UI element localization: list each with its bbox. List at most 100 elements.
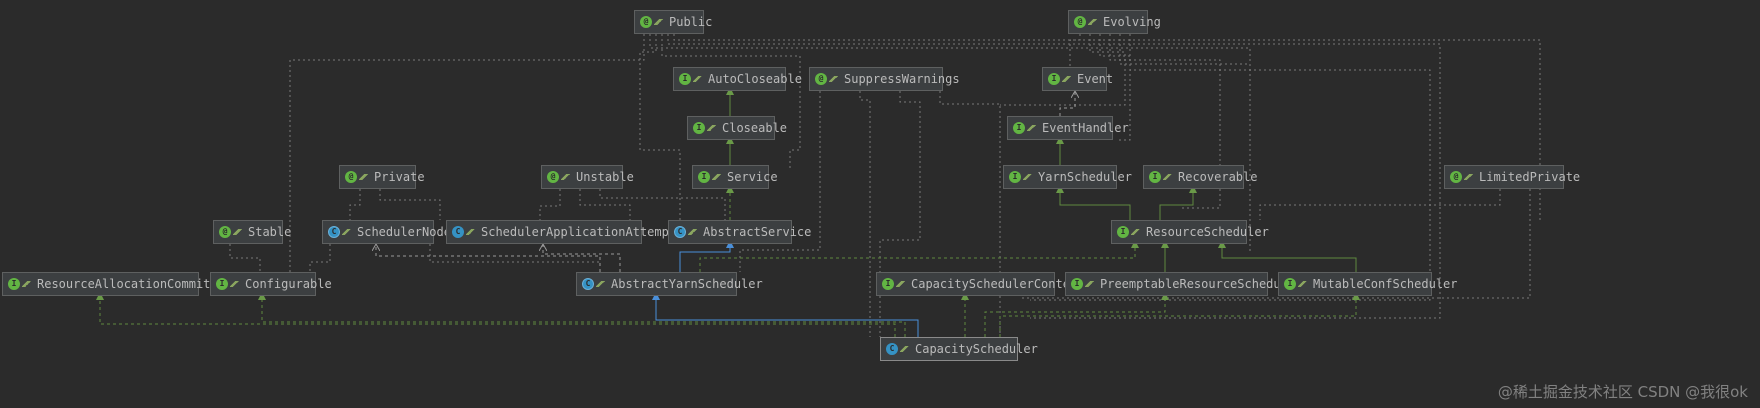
node-recoverable[interactable]: I Recoverable — [1143, 165, 1257, 189]
capacityscheduler-to-abstractyarnscheduler — [652, 292, 919, 337]
annotation-link-22 — [1259, 189, 1501, 220]
annotation-link-23 — [1020, 189, 1531, 299]
node-schedulerapplicationattempt[interactable]: C SchedulerApplicationAttempt — [446, 220, 676, 244]
node-label: ResourceScheduler — [1146, 225, 1269, 239]
node-label: Evolving — [1103, 15, 1161, 29]
abstractyarnscheduler-to-abstractservice — [679, 240, 734, 272]
node-label: SchedulerNode — [357, 225, 451, 239]
node-stable[interactable]: @Stable — [213, 220, 291, 244]
annotation-link-13 — [879, 91, 921, 337]
leaf-icon — [22, 281, 31, 287]
leaf-icon — [230, 281, 239, 287]
annotation-link-16 — [349, 189, 361, 220]
leaf-icon — [596, 281, 605, 287]
node-private[interactable]: @ Private — [339, 165, 425, 189]
resourcescheduler-to-yarnscheduler — [1056, 185, 1131, 220]
leaf-icon — [466, 229, 475, 235]
annotation-icon: @ — [219, 226, 231, 238]
leaf-icon — [896, 281, 905, 287]
interface-icon: I — [1149, 171, 1161, 183]
leaf-icon — [1464, 174, 1473, 180]
node-closeable[interactable]: I Closeable — [687, 116, 787, 140]
annotation-link-14 — [939, 91, 1001, 337]
node-label: AbstractYarnScheduler — [611, 277, 763, 291]
node-label: Public — [669, 15, 713, 29]
node-label: SchedulerApplicationAttempt — [481, 225, 677, 239]
annotation-icon: @ — [1450, 171, 1462, 183]
node-configurable[interactable]: I Configurable — [210, 272, 332, 296]
node-public[interactable]: @ Public — [634, 10, 712, 34]
abstract-class-icon: C — [328, 226, 340, 238]
node-unstable[interactable]: @Unstable — [541, 165, 634, 189]
class-icon: C — [886, 343, 898, 355]
annotation-link-25 — [429, 244, 601, 272]
leaf-icon — [829, 76, 838, 82]
leaf-icon — [1023, 174, 1032, 180]
leaf-icon — [1027, 125, 1036, 131]
node-limitedprivate[interactable]: @ LimitedPrivate — [1444, 165, 1580, 189]
node-evolving[interactable]: @ Evolving — [1068, 10, 1161, 34]
leaf-icon — [1163, 174, 1172, 180]
class-icon: C — [452, 226, 464, 238]
abstractyarnscheduler-to-resourcescheduler — [699, 240, 1139, 272]
annotation-icon: @ — [815, 73, 827, 85]
annotation-icon: @ — [547, 171, 559, 183]
annotation-link-10 — [1119, 34, 1251, 254]
node-mutableconfscheduler[interactable]: I MutableConfScheduler — [1278, 272, 1458, 296]
annotation-link-7 — [1000, 34, 1126, 106]
annotation-link-19 — [579, 189, 631, 220]
node-suppresswarnings[interactable]: @SuppressWarnings — [809, 67, 960, 91]
interface-icon: I — [216, 278, 228, 290]
node-label: LimitedPrivate — [1479, 170, 1581, 184]
node-label: Configurable — [245, 277, 332, 291]
node-label: MutableConfScheduler — [1313, 277, 1458, 291]
capacityscheduler-to-preemptable — [984, 292, 1169, 337]
node-yarnscheduler[interactable]: I YarnScheduler — [1003, 165, 1132, 189]
node-label: Recoverable — [1178, 170, 1258, 184]
annotation-link-11 — [1030, 34, 1431, 301]
node-schedulernode[interactable]: C SchedulerNode — [322, 220, 451, 244]
resourcescheduler-to-recoverable — [1159, 185, 1197, 220]
leaf-icon — [1085, 281, 1094, 287]
node-label: Closeable — [722, 121, 788, 135]
interface-icon: I — [679, 73, 691, 85]
interface-icon: I — [1071, 278, 1083, 290]
node-label: YarnScheduler — [1038, 170, 1132, 184]
leaf-icon — [1062, 76, 1071, 82]
leaf-icon — [693, 76, 702, 82]
leaf-icon — [900, 346, 909, 352]
interface-icon: I — [1048, 73, 1060, 85]
annotation-icon: @ — [640, 16, 652, 28]
interface-icon: I — [8, 278, 20, 290]
annotation-link-6 — [1069, 34, 1081, 67]
node-label: Private — [374, 170, 425, 184]
annotation-link-15 — [739, 91, 821, 272]
annotation-link-0 — [289, 34, 645, 272]
annotation-link-3 — [661, 34, 801, 170]
interface-icon: I — [1009, 171, 1021, 183]
interface-icon: I — [1284, 278, 1296, 290]
annotation-link-12 — [859, 91, 871, 337]
annotation-icon: @ — [1074, 16, 1086, 28]
annotation-link-18 — [539, 189, 561, 220]
abstractyarnscheduler-to-schedulernode — [376, 244, 601, 272]
annotation-link-9 — [1109, 34, 1221, 209]
node-label: AbstractService — [703, 225, 812, 239]
watermark: @稀土掘金技术社区 CSDN @我很ok — [1497, 383, 1748, 401]
leaf-icon — [707, 125, 716, 131]
interface-icon: I — [693, 122, 705, 134]
annotation-icon: @ — [345, 171, 357, 183]
